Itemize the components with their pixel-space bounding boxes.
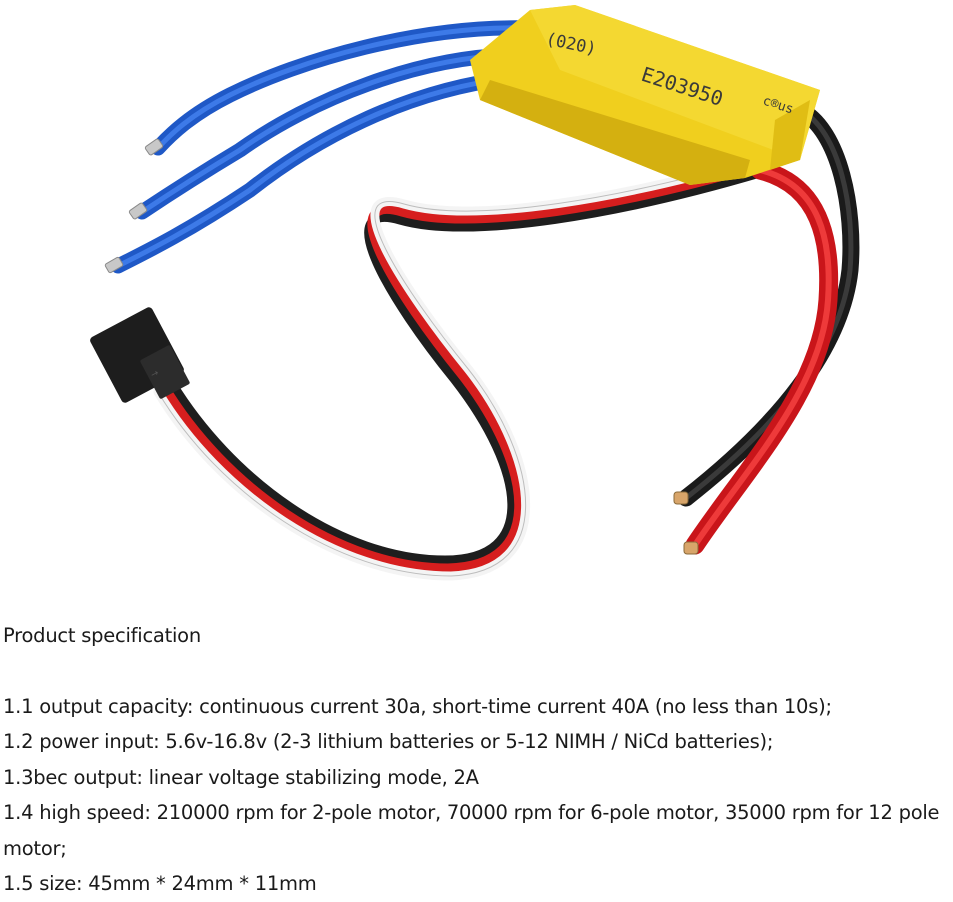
spec-line-high-speed: 1.4 high speed: 210000 rpm for 2-pole mo… xyxy=(3,801,940,860)
power-wires xyxy=(677,101,860,555)
servo-cable xyxy=(153,149,779,581)
spec-line-size: 1.5 size: 45mm * 24mm * 11mm xyxy=(3,872,317,895)
spec-line-output-capacity: 1.1 output capacity: continuous current … xyxy=(3,694,832,718)
spec-line-bec-output: 1.3bec output: linear voltage stabilizin… xyxy=(3,765,479,789)
servo-connector: ↑ xyxy=(90,307,190,403)
spec-section: Product specification 1.1 output capacit… xyxy=(3,618,951,902)
product-image: ↑ xyxy=(90,5,860,581)
spec-line-power-input: 1.2 power input: 5.6v-16.8v (2-3 lithium… xyxy=(3,730,774,753)
esc-body xyxy=(470,5,820,185)
power-wire-tips xyxy=(673,491,699,555)
motor-wire-tips xyxy=(104,138,164,274)
svg-text:↑: ↑ xyxy=(147,369,159,380)
spec-heading: Product specification xyxy=(3,624,201,647)
esc-illustration: ↑ xyxy=(90,5,860,581)
